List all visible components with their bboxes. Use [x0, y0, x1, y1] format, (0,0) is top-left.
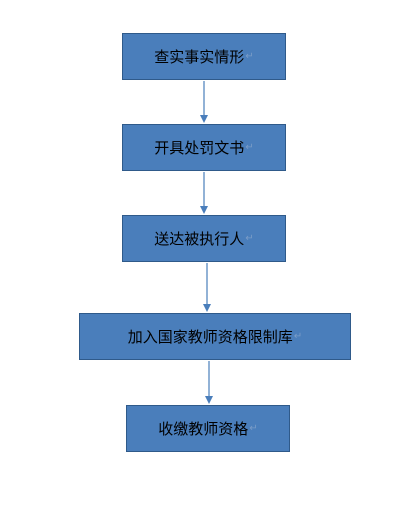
paragraph-mark: ↵	[245, 142, 254, 153]
step-2-box: 开具处罚文书↵	[122, 124, 286, 171]
step-3-box: 送达被执行人↵	[122, 215, 286, 262]
step-2-label: 开具处罚文书	[154, 139, 245, 157]
paragraph-mark: ↵	[249, 423, 258, 434]
step-5-box: 收缴教师资格↵	[126, 405, 290, 452]
step-1-box: 查实事实情形↵	[122, 33, 286, 80]
step-1-label: 查实事实情形	[154, 48, 245, 66]
paragraph-mark: ↵	[245, 51, 254, 62]
step-4-label: 加入国家教师资格限制库	[127, 328, 293, 346]
step-5-label: 收缴教师资格	[158, 420, 249, 438]
paragraph-mark: ↵	[293, 331, 303, 342]
step-4-box: 加入国家教师资格限制库↵	[79, 313, 351, 360]
paragraph-mark: ↵	[245, 233, 254, 244]
step-3-label: 送达被执行人	[154, 230, 245, 248]
